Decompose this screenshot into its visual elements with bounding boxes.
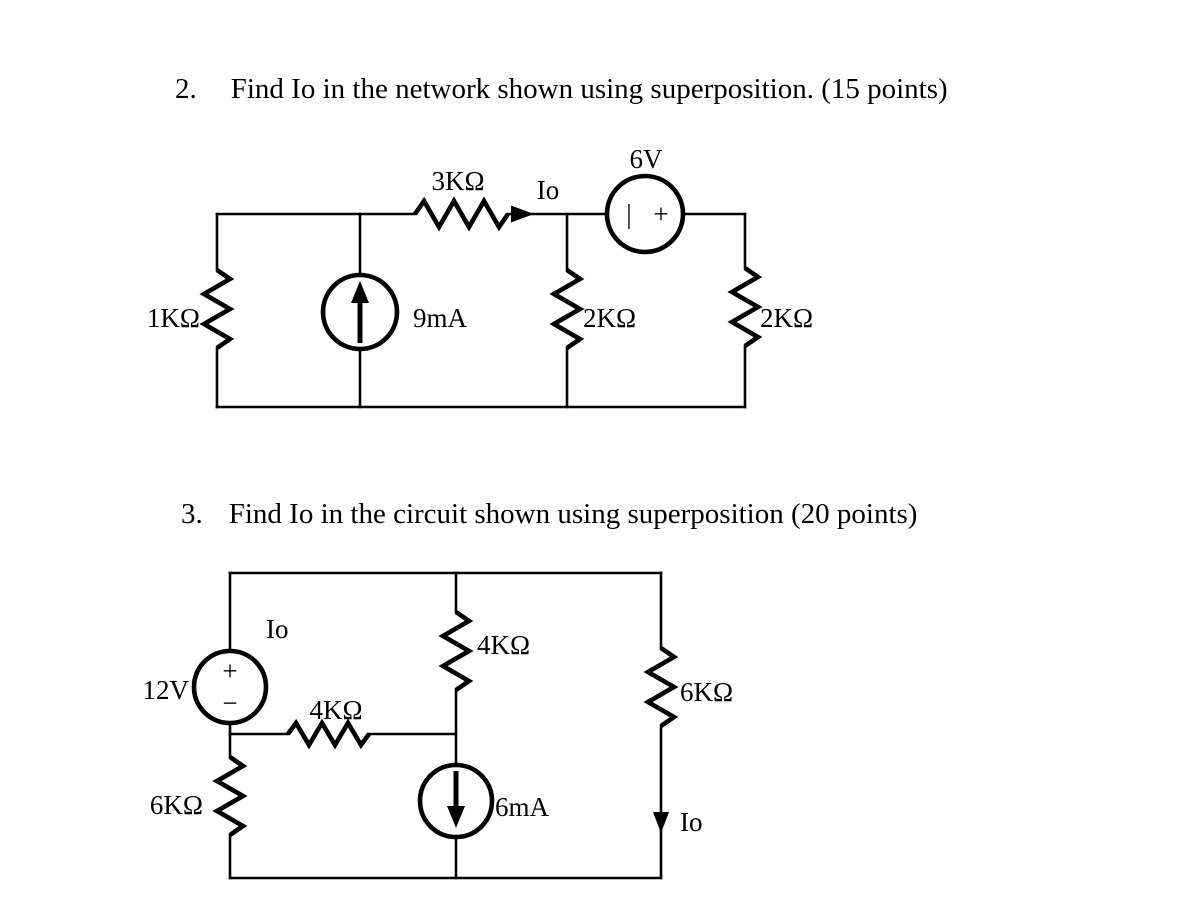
problem2-number: 2.	[175, 73, 197, 105]
voltage-source-circle	[604, 173, 686, 255]
io-top-label: Io	[266, 614, 289, 644]
current-source-label: 6mA	[495, 792, 550, 822]
resistor-6k-left-label: 6KΩ	[150, 790, 203, 820]
current-source-arrow-down-icon	[447, 806, 465, 828]
resistor-3k-zigzag	[413, 196, 510, 232]
io-label: Io	[537, 175, 560, 205]
resistor-4k-vertical-label: 4KΩ	[477, 630, 530, 660]
voltage-source-circle	[191, 648, 269, 726]
resistor-6k-right-label: 6KΩ	[680, 677, 733, 707]
problem2-title-text: Find Io in the network shown using super…	[230, 73, 948, 105]
resistor-4k-horizontal-label: 4KΩ	[309, 695, 362, 725]
resistor-2k-mid-zigzag	[549, 268, 585, 350]
voltage-source-minus-mark: −	[222, 688, 237, 718]
io-arrow-right-icon	[511, 205, 534, 223]
problem3-number: 3.	[181, 498, 203, 530]
voltage-source-plus-mark: +	[222, 656, 237, 686]
current-source-label: 9mA	[413, 303, 468, 333]
resistor-4k-horizontal-zigzag	[286, 718, 371, 750]
resistor-2k-mid-label: 2KΩ	[583, 303, 636, 333]
resistor-6k-left-zigzag	[212, 755, 248, 837]
voltage-source-minus-mark: |	[626, 199, 631, 229]
voltage-source-label: 6V	[630, 144, 664, 174]
resistor-4k-vertical-zigzag	[438, 610, 474, 692]
resistor-2k-right-zigzag	[727, 266, 763, 348]
current-source-arrow-up-icon	[351, 281, 369, 303]
voltage-source-plus-mark: +	[653, 199, 668, 229]
voltage-source-label: 12V	[143, 675, 190, 705]
problem3-title-text: Find Io in the circuit shown using super…	[228, 498, 918, 530]
io-bottom-label: Io	[680, 807, 703, 837]
io-arrow-down-icon	[653, 812, 669, 833]
resistor-6k-right-zigzag	[643, 646, 679, 728]
resistor-3k-label: 3KΩ	[431, 166, 484, 196]
problem3-title: 3. Find Io in the circuit shown using sup…	[181, 500, 917, 529]
resistor-1k-label: 1KΩ	[147, 303, 200, 333]
resistor-2k-right-label: 2KΩ	[760, 303, 813, 333]
resistor-1k-zigzag	[199, 268, 235, 350]
circuit3-diagram: + − Io 12V 4KΩ 4KΩ 6KΩ 6mA 6KΩ Io	[143, 571, 733, 880]
problem2-title: 2. Find Io in the network shown using sup…	[175, 75, 948, 104]
circuit2-diagram: | + 3KΩ Io 6V 1KΩ 9mA 2KΩ 2KΩ	[147, 144, 813, 409]
